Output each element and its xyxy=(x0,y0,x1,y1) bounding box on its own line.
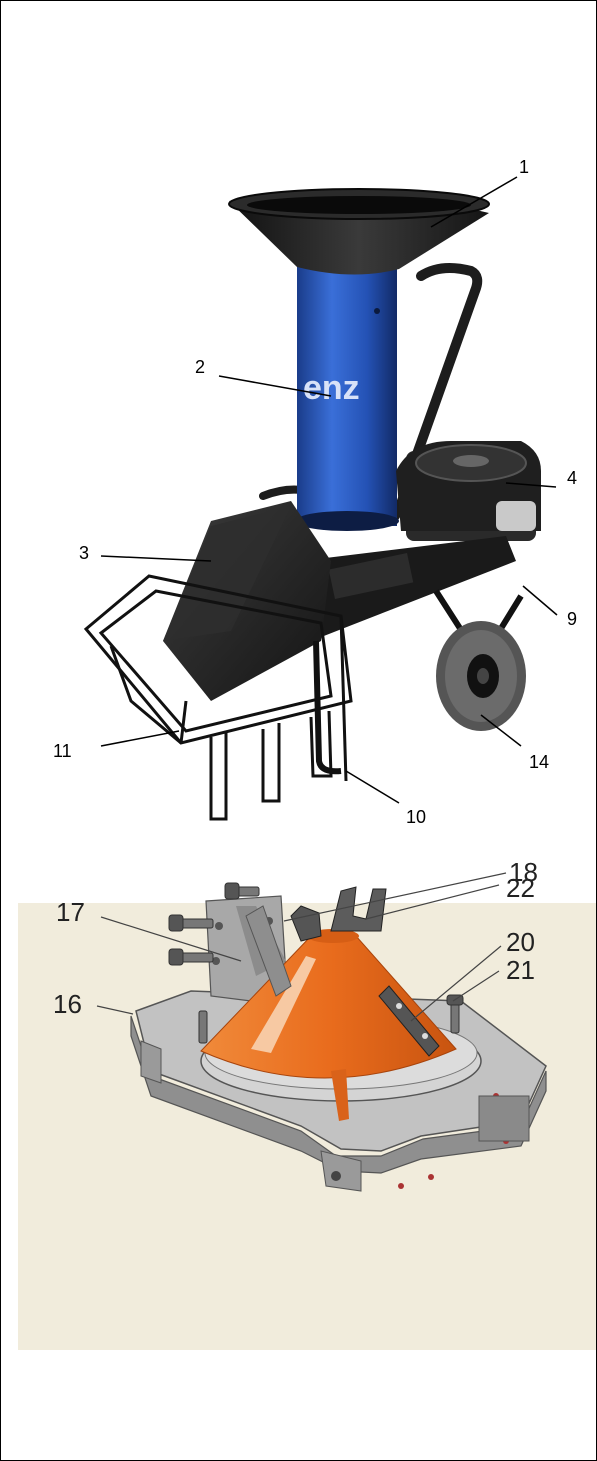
hopper-face xyxy=(163,506,291,641)
engine-starter-center xyxy=(453,455,489,467)
red-hole-1 xyxy=(398,1183,404,1189)
wheel-hub-center xyxy=(477,668,489,684)
chassis-bracket xyxy=(328,553,414,599)
brand-text: enz xyxy=(303,369,360,407)
angled-tube xyxy=(245,905,292,997)
red-hole-2 xyxy=(428,1174,434,1180)
base-plate-side xyxy=(130,1015,547,1174)
leader-4 xyxy=(505,482,557,488)
base-block-right xyxy=(478,1095,530,1142)
label-9: 9 xyxy=(567,609,577,629)
leader-16 xyxy=(96,1005,134,1015)
leader-21 xyxy=(452,970,500,1002)
bracket-bolt-3 xyxy=(212,957,220,965)
bolt-hole-foot xyxy=(331,1171,341,1181)
leader-14 xyxy=(480,714,522,747)
leader-18 xyxy=(283,872,507,922)
chipper-diagram: enz xyxy=(53,157,577,827)
cone-fin xyxy=(331,1069,349,1121)
leader-9 xyxy=(522,585,558,616)
base-foot-left xyxy=(140,1040,162,1084)
threaded-bolts xyxy=(168,882,464,1044)
label-20: 20 xyxy=(506,927,535,957)
leader-3 xyxy=(100,555,212,562)
engine-silver-part xyxy=(496,501,536,531)
label-2: 2 xyxy=(195,357,205,377)
leader-17 xyxy=(100,916,242,962)
label-16: 16 xyxy=(53,989,82,1019)
leader-11 xyxy=(100,730,180,747)
basket xyxy=(83,574,353,821)
label-17: 17 xyxy=(56,897,85,927)
label-22: 22 xyxy=(506,873,535,903)
stand-leg xyxy=(313,640,342,775)
feed-tube xyxy=(297,226,397,526)
blade-screw-2 xyxy=(422,1033,428,1039)
label-21: 21 xyxy=(506,955,535,985)
blade-screw-1 xyxy=(396,1003,402,1009)
leader-10 xyxy=(345,770,400,804)
label-3: 3 xyxy=(79,543,89,563)
leader-22 xyxy=(365,884,500,920)
base-foot-center xyxy=(320,1150,362,1192)
bracket-bolt-1 xyxy=(215,922,223,930)
funnel-opening xyxy=(247,196,471,214)
cone-slot-left xyxy=(251,956,316,1053)
label-1: 1 xyxy=(519,157,529,177)
label-14: 14 xyxy=(529,752,549,772)
tube-rivet xyxy=(374,308,380,314)
label-11: 11 xyxy=(53,741,72,761)
label-4: 4 xyxy=(567,468,577,488)
label-10: 10 xyxy=(406,807,426,827)
leader-1 xyxy=(430,176,518,228)
leader-2 xyxy=(218,375,332,397)
label-18: 18 xyxy=(509,857,538,887)
chassis-frame xyxy=(301,536,516,641)
leader-20 xyxy=(410,945,502,1022)
tube-bottom-ring xyxy=(295,511,399,531)
